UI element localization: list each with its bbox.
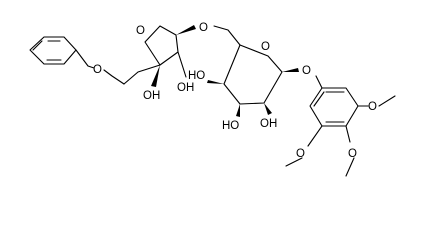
- benzyl-ch2-bond: [75, 49, 95, 69]
- benzene-ring-benzyl: [29, 36, 77, 65]
- atom-label-o-furanose: O: [136, 25, 145, 37]
- atom-label-o-glycosidic: O: [199, 22, 208, 34]
- c3-ho-stereo-wedge: [236, 104, 240, 117]
- atom-label-oh-c3: OH: [143, 90, 160, 102]
- atom-label-ho-c3: HO: [222, 120, 239, 132]
- c3-oh-stereo-wedge: [151, 65, 160, 87]
- anomeric-wedge: [282, 68, 299, 72]
- atom-label-oh-c2-furanose: OH: [177, 82, 194, 94]
- methoxy-left-bond: [285, 125, 323, 167]
- structure-diagram: O O O O O OH OH HO HO OH O O O: [29, 22, 396, 177]
- atom-label-oh-c2-pyranose: OH: [260, 118, 277, 130]
- atom-label-o-methoxy-left: O: [296, 148, 305, 160]
- glycosidic-linker-bond: [213, 25, 241, 46]
- atom-label-o-methoxy-bottom: O: [348, 148, 357, 160]
- c4-ch2-bond: [123, 64, 161, 85]
- benzyl-ether-bond: [103, 69, 125, 85]
- atom-label-o-aryl: O: [302, 65, 311, 77]
- c2-oh-bond: [177, 51, 187, 78]
- c4-ho-stereo-wedge: [207, 80, 224, 84]
- methoxy-right-bond: [357, 95, 396, 107]
- atom-label-o-benzyl: O: [93, 64, 102, 76]
- pyranose-ring: [223, 44, 283, 105]
- c1-glycosidic-wedge: [176, 25, 196, 35]
- atom-label-o-pyranose: O: [261, 41, 270, 53]
- trimethoxyphenyl-ring: [309, 87, 359, 127]
- atom-label-ho-c4: HO: [188, 70, 205, 82]
- molecule-canvas: O O O O O OH OH HO HO OH O O O: [29, 22, 396, 177]
- aryl-ether-bond: [315, 75, 323, 89]
- furanose-ring: [144, 25, 179, 66]
- methoxy-bottom-bond: [345, 125, 355, 177]
- c2-oh-stereo-wedge: [264, 103, 272, 115]
- atom-label-o-methoxy-right: O: [368, 101, 377, 113]
